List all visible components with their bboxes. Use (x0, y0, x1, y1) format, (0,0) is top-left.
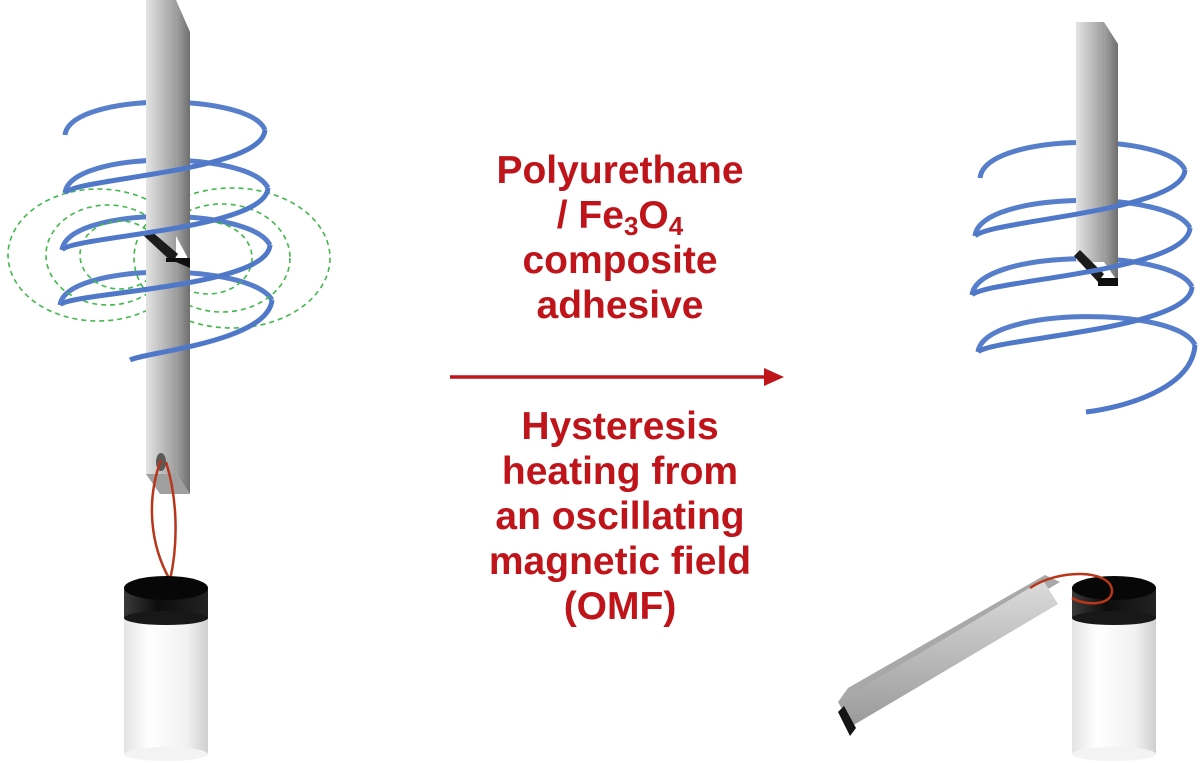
right-vial (1072, 576, 1156, 761)
left-coil-front (58, 129, 275, 363)
fallen-lower-substrate (838, 575, 1060, 736)
process-label-line-5: (OMF) (563, 585, 677, 628)
right-wire (1029, 572, 1114, 605)
material-label-line-1: Polyurethane (496, 149, 744, 192)
lower-substrate (146, 262, 190, 494)
material-label-line-3: composite (522, 239, 718, 282)
residual-adhesive (1074, 250, 1104, 282)
process-label-line-4: magnetic field (488, 540, 752, 583)
upper-substrate (146, 0, 190, 262)
right-assembly (838, 22, 1198, 761)
process-label-line-1: Hysteresis (521, 405, 719, 448)
material-label: Polyurethane / Fe3O4 composite adhesive (420, 148, 820, 328)
process-label-line-2: heating from (501, 450, 739, 493)
right-coil-front (970, 169, 1198, 415)
reaction-arrow (450, 368, 784, 386)
detached-upper-substrate (1074, 22, 1118, 286)
material-label-line-4: adhesive (536, 284, 704, 327)
left-assembly (7, 0, 331, 761)
material-label-line-2: / Fe3O4 (556, 194, 684, 241)
left-vial (124, 576, 208, 761)
process-label: Hysteresis heating from an oscillating m… (420, 404, 820, 629)
fallen-substrate-adhesive (838, 706, 856, 736)
process-label-line-3: an oscillating (495, 495, 745, 538)
